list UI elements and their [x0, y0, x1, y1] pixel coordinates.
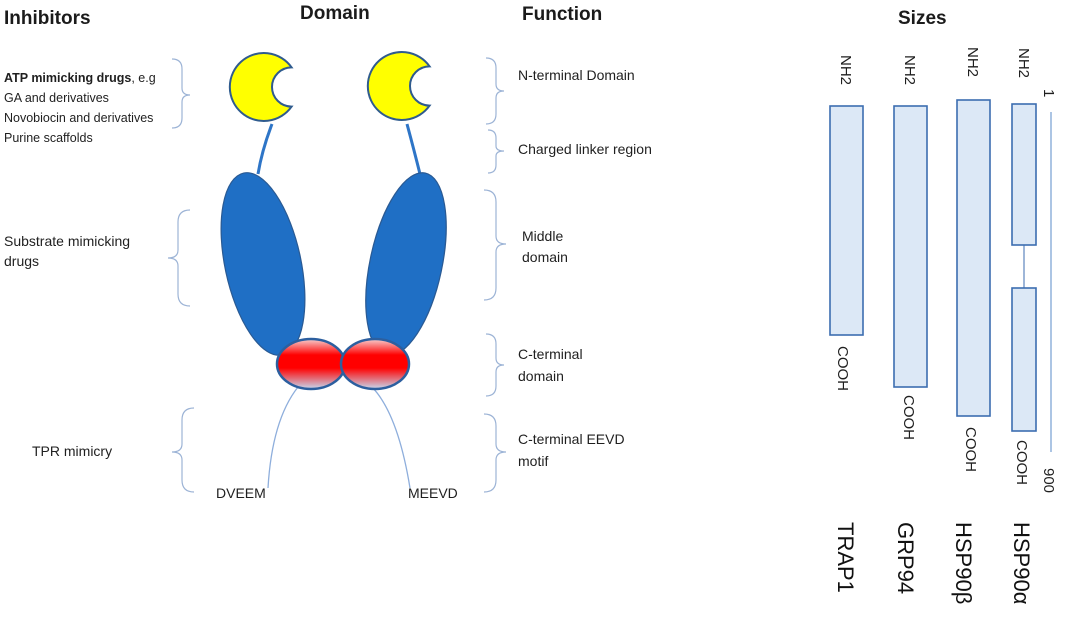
cooh-grp94: COOH	[900, 395, 917, 440]
bar-trap1	[829, 105, 864, 336]
nh2-hsp90b: NH2	[964, 47, 981, 77]
function-c-terminal-line2: domain	[518, 368, 564, 384]
tpr-mimicry-label: TPR mimicry	[32, 443, 112, 459]
bar-hsp90a-c	[1011, 287, 1037, 432]
cooh-trap1: COOH	[834, 346, 851, 391]
header-sizes: Sizes	[898, 8, 947, 29]
atp-example-ga: GA and derivatives	[4, 91, 109, 105]
protein-name-hsp90b: HSP90β	[951, 522, 976, 604]
sizes-panel: 1 900 NH2 NH2 NH2 NH2 COOH COOH COOH COO…	[829, 47, 1057, 605]
function-n-terminal: N-terminal Domain	[518, 67, 635, 83]
protein-name-hsp90a: HSP90α	[1009, 522, 1034, 605]
scale-end-label: 900	[1040, 468, 1057, 493]
n-domain-right	[366, 51, 432, 121]
linker-left	[256, 123, 274, 175]
function-eevd-line1: C-terminal EEVD	[518, 431, 625, 447]
c-domain-left	[275, 337, 347, 391]
atp-example-novobiocin: Novobiocin and derivatives	[4, 111, 153, 125]
brace-tpr	[171, 407, 195, 493]
tail-label-meevd: MEEVD	[408, 485, 458, 501]
middle-domain-right	[365, 172, 447, 356]
tail-label-dveem: DVEEM	[216, 485, 266, 501]
tail-left	[267, 386, 299, 489]
substrate-mimicking-line1: Substrate mimicking	[4, 233, 130, 249]
c-domain-right	[339, 337, 411, 391]
function-middle-line1: Middle	[522, 228, 563, 244]
nh2-trap1: NH2	[837, 55, 854, 85]
substrate-mimicking-line2: drugs	[4, 253, 39, 269]
scale-start-label: 1	[1040, 89, 1057, 97]
n-domain-left	[228, 52, 294, 122]
brace-c-terminal	[485, 333, 505, 397]
header-function: Function	[522, 4, 602, 25]
bar-hsp90a-n	[1011, 103, 1037, 246]
brace-atp	[171, 58, 191, 129]
bar-grp94	[893, 105, 928, 388]
atp-mimicking-label: ATP mimicking drugs, e.g	[4, 71, 156, 85]
atp-tail-text: , e.g	[131, 71, 155, 85]
nh2-hsp90a: NH2	[1015, 48, 1032, 78]
protein-name-trap1: TRAP1	[833, 522, 858, 593]
atp-example-purine: Purine scaffolds	[4, 131, 93, 145]
brace-substrate	[167, 209, 191, 307]
header-inhibitors: Inhibitors	[4, 8, 91, 29]
cooh-hsp90b: COOH	[962, 427, 979, 472]
function-linker: Charged linker region	[518, 141, 652, 157]
protein-name-grp94: GRP94	[893, 522, 918, 594]
brace-middle	[483, 189, 507, 301]
function-middle-line2: domain	[522, 249, 568, 265]
brace-linker	[487, 129, 505, 174]
hsp90-dimer	[220, 51, 447, 489]
linker-right	[405, 123, 422, 175]
middle-domain-left	[220, 172, 306, 356]
header-domain: Domain	[300, 3, 370, 24]
bar-hsp90b	[956, 99, 991, 417]
atp-bold-text: ATP mimicking drugs	[4, 71, 131, 85]
function-c-terminal-line1: C-terminal	[518, 346, 583, 362]
nh2-grp94: NH2	[901, 55, 918, 85]
function-eevd-line2: motif	[518, 453, 548, 469]
brace-eevd	[483, 413, 507, 493]
cooh-hsp90a: COOH	[1013, 440, 1030, 485]
brace-n-terminal	[485, 57, 505, 125]
tail-right	[371, 386, 411, 489]
